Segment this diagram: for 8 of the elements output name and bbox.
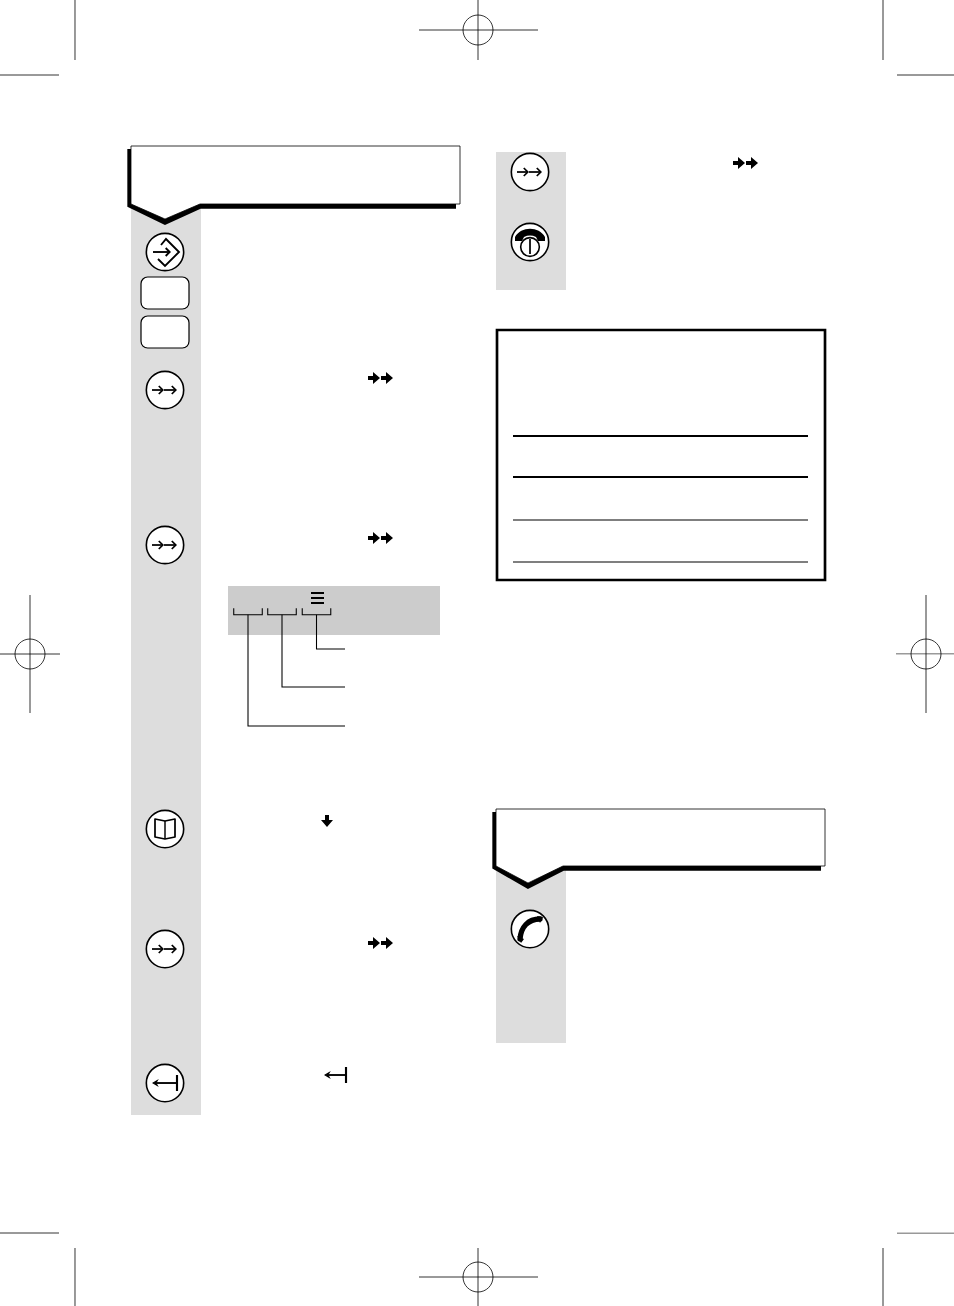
leader-line [247,614,346,727]
info-box [495,328,827,582]
segment-bracket [301,607,332,616]
leader-line [281,614,346,688]
display-panel [228,586,440,635]
segment-bracket [267,607,297,616]
leader-line [315,614,346,650]
segment-bracket [233,607,263,616]
